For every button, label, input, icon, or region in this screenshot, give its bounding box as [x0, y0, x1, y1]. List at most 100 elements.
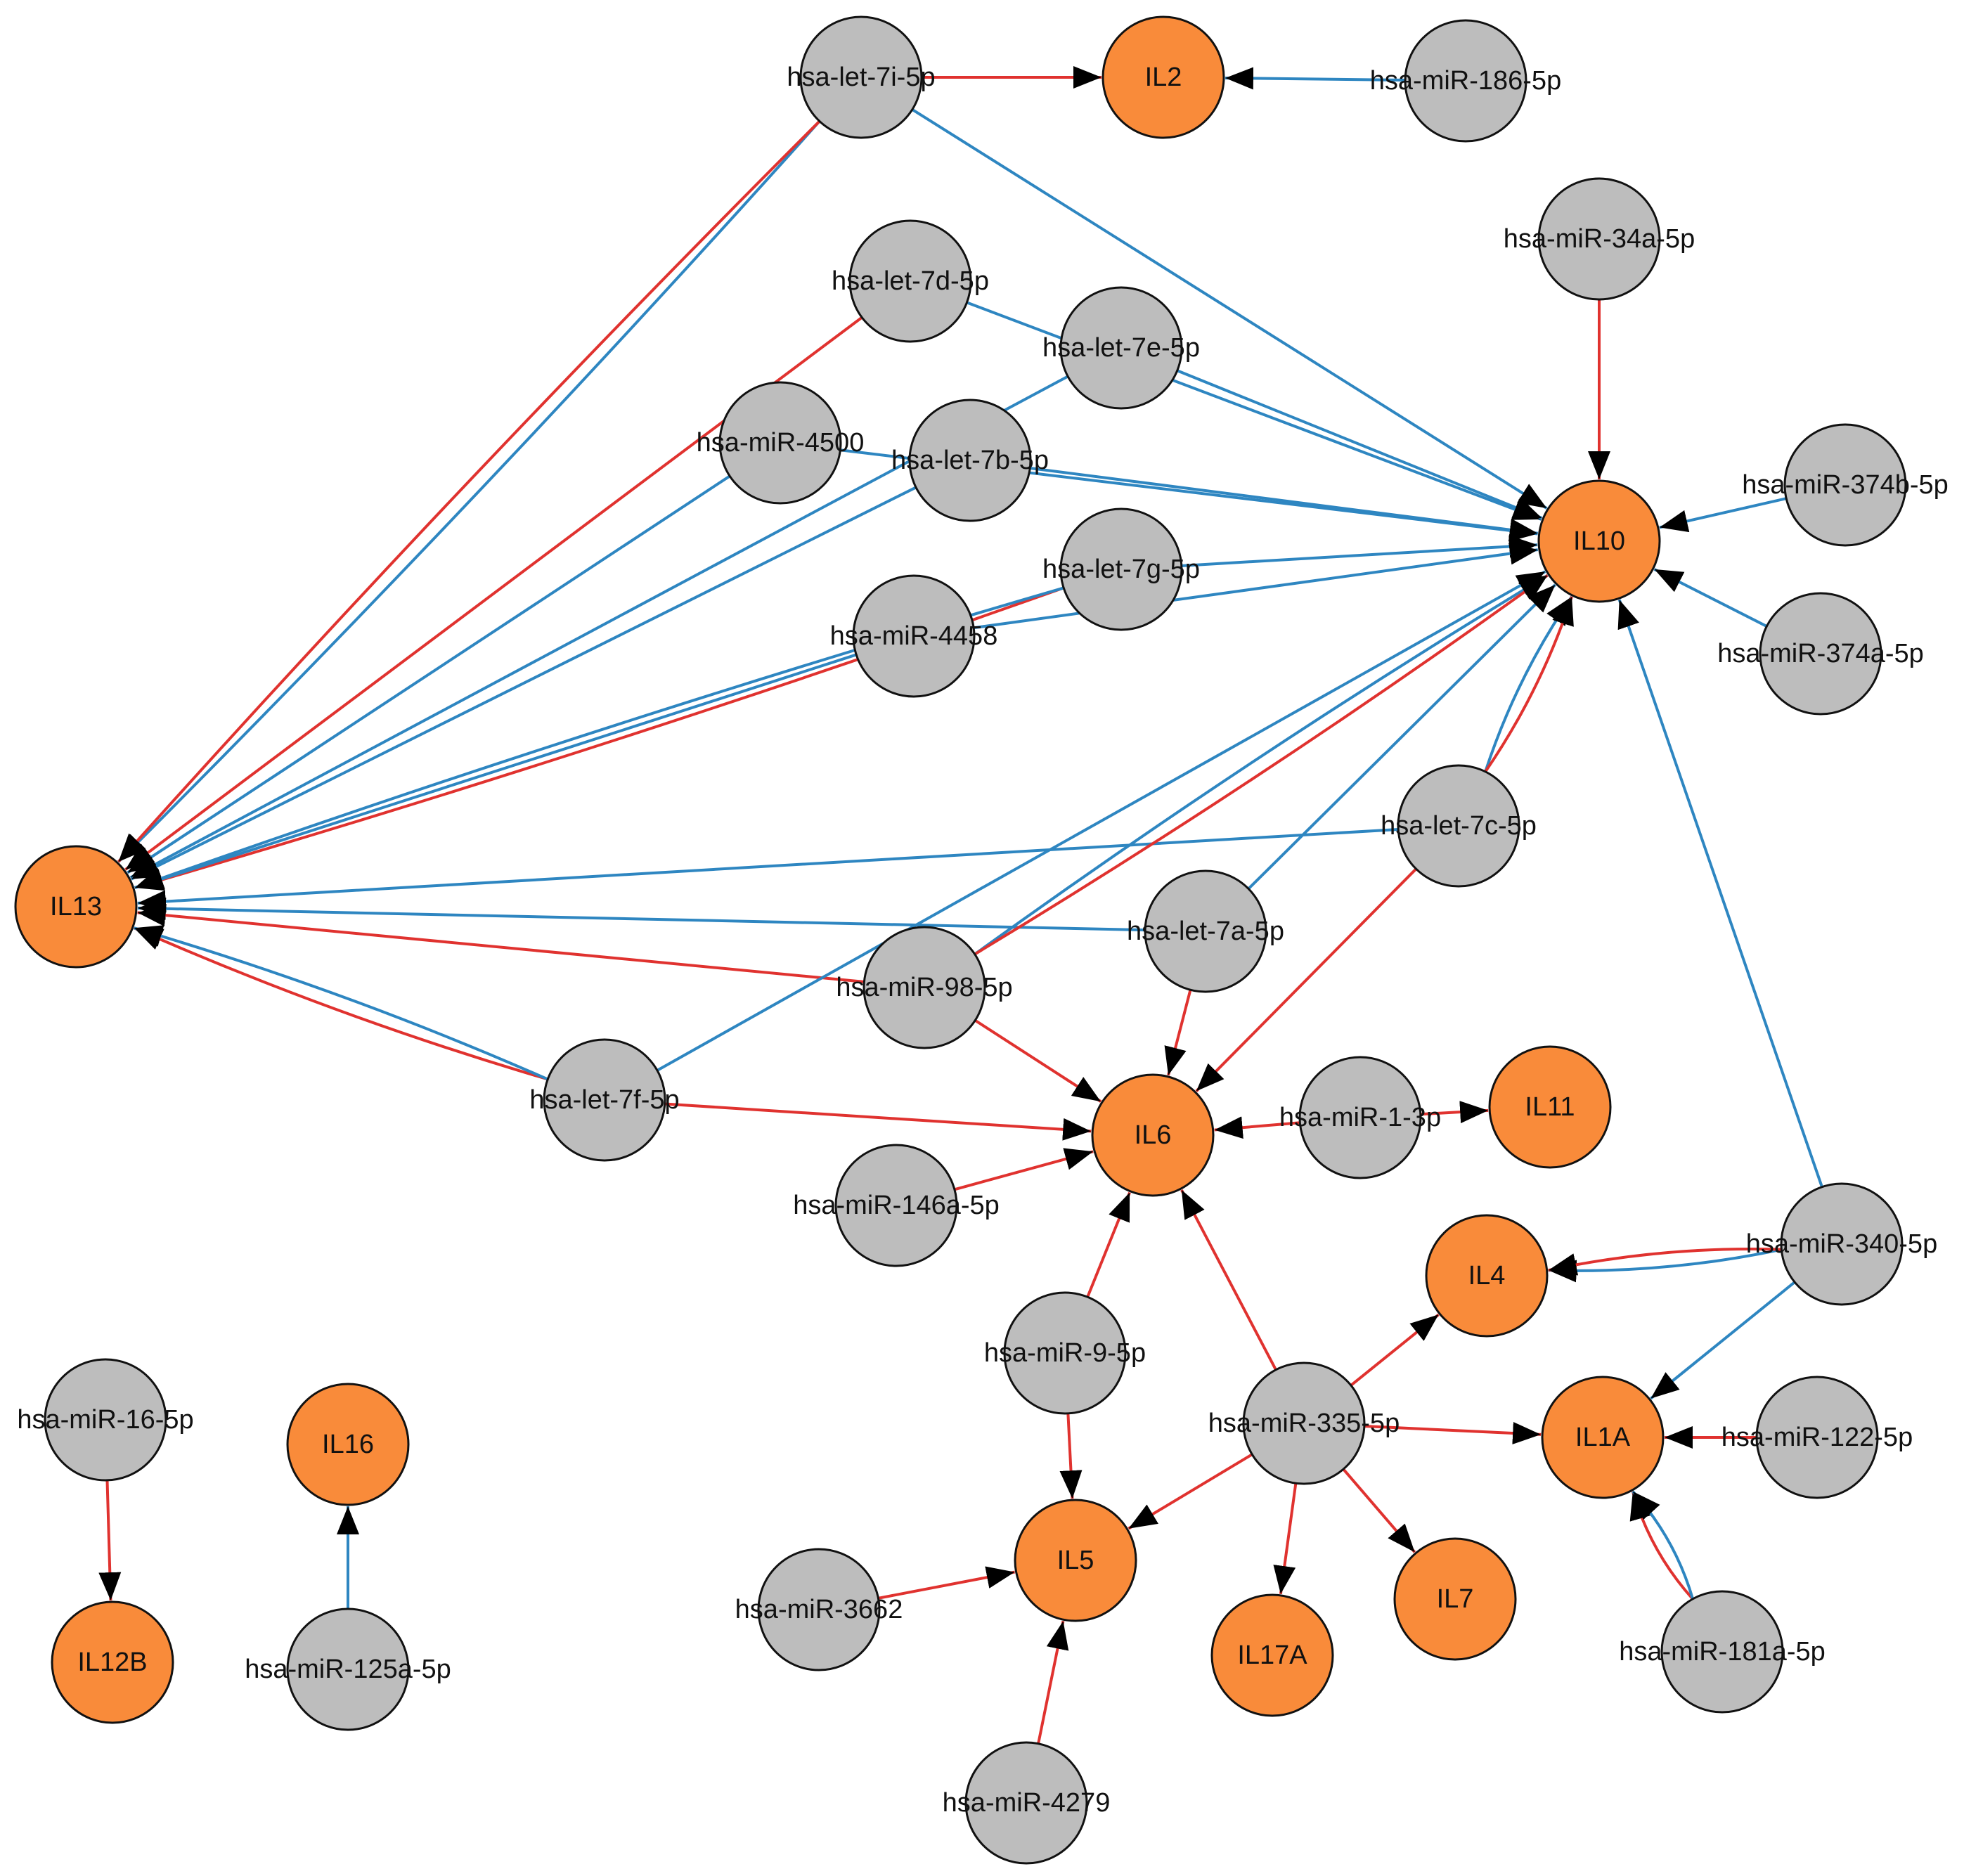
edge-m4279-to-IL5 — [1037, 1620, 1069, 1745]
gene-node-circle[interactable] — [51, 1600, 174, 1724]
node-m4500[interactable]: hsa-miR-4500 — [697, 381, 865, 505]
mirna-node-circle[interactable] — [852, 574, 976, 698]
mirna-node-circle[interactable] — [44, 1358, 167, 1482]
node-m4279[interactable]: hsa-miR-4279 — [943, 1741, 1111, 1865]
node-label: hsa-miR-16-5p — [17, 1405, 193, 1435]
mirna-node-circle[interactable] — [1404, 19, 1527, 143]
gene-node-circle[interactable] — [1210, 1593, 1334, 1717]
node-IL10[interactable]: IL10 — [1537, 479, 1661, 603]
node-IL12B[interactable]: IL12B — [51, 1600, 174, 1724]
mirna-node-circle[interactable] — [1003, 1291, 1127, 1415]
node-let7i[interactable]: hsa-let-7i-5p — [787, 15, 936, 139]
edge-let7g-to-IL10 — [1181, 535, 1538, 567]
gene-node-circle[interactable] — [1425, 1214, 1549, 1338]
node-m146a[interactable]: hsa-miR-146a-5p — [793, 1144, 1000, 1267]
node-let7f[interactable]: hsa-let-7f-5p — [529, 1038, 680, 1162]
mirna-node-circle[interactable] — [718, 381, 842, 505]
mirna-node-circle[interactable] — [1397, 764, 1520, 888]
gene-node-circle[interactable] — [1014, 1499, 1137, 1622]
node-m186[interactable]: hsa-miR-186-5p — [1370, 19, 1561, 143]
node-IL7[interactable]: IL7 — [1393, 1537, 1517, 1661]
mirna-node-circle[interactable] — [863, 926, 986, 1049]
gene-node-circle[interactable] — [1541, 1376, 1665, 1499]
node-IL2[interactable]: IL2 — [1101, 15, 1225, 139]
node-IL1A[interactable]: IL1A — [1541, 1376, 1665, 1499]
mirna-node-circle[interactable] — [908, 399, 1032, 522]
mirna-node-circle[interactable] — [1144, 869, 1267, 993]
node-m1[interactable]: hsa-miR-1-3p — [1279, 1056, 1441, 1179]
node-m125a[interactable]: hsa-miR-125a-5p — [245, 1607, 451, 1731]
node-m16[interactable]: hsa-miR-16-5p — [17, 1358, 194, 1482]
edge-m4458-to-IL10 — [973, 542, 1539, 630]
gene-node-circle[interactable] — [1393, 1537, 1517, 1661]
node-IL6[interactable]: IL6 — [1091, 1073, 1215, 1197]
edge-m335-to-IL1A — [1364, 1421, 1542, 1444]
node-IL16[interactable]: IL16 — [286, 1383, 410, 1506]
gene-node-circle[interactable] — [1537, 479, 1661, 603]
node-let7d[interactable]: hsa-let-7d-5p — [832, 219, 989, 343]
edge-m181a-to-IL1A — [1632, 1490, 1695, 1600]
node-let7c[interactable]: hsa-let-7c-5p — [1381, 764, 1537, 888]
mirna-node-circle[interactable] — [757, 1548, 881, 1671]
mirna-node-circle[interactable] — [834, 1144, 958, 1267]
node-label: hsa-let-7b-5p — [891, 446, 1049, 475]
node-label: IL10 — [1573, 526, 1625, 556]
mirna-node-circle[interactable] — [799, 15, 923, 139]
node-m98[interactable]: hsa-miR-98-5p — [836, 926, 1013, 1049]
node-label: hsa-miR-181a-5p — [1619, 1637, 1826, 1667]
mirna-node-circle[interactable] — [1059, 286, 1183, 410]
node-m374a[interactable]: hsa-miR-374a-5p — [1717, 592, 1924, 716]
node-IL11[interactable]: IL11 — [1488, 1045, 1612, 1169]
node-m181a[interactable]: hsa-miR-181a-5p — [1619, 1590, 1826, 1714]
mirna-node-circle[interactable] — [1537, 177, 1661, 301]
gene-node-circle[interactable] — [14, 845, 138, 969]
edge-let7a-to-IL13 — [137, 897, 1146, 932]
edge-m1-to-IL6 — [1214, 1116, 1300, 1139]
mirna-node-circle[interactable] — [848, 219, 972, 343]
mirna-node-circle[interactable] — [964, 1741, 1088, 1865]
mirna-node-circle[interactable] — [1755, 1376, 1879, 1499]
mirna-node-circle[interactable] — [1759, 592, 1882, 716]
gene-node-circle[interactable] — [286, 1383, 410, 1506]
edge-m146a-to-IL6 — [954, 1148, 1094, 1191]
node-label: IL12B — [77, 1648, 147, 1677]
mirna-node-circle[interactable] — [543, 1038, 666, 1162]
node-m3662[interactable]: hsa-miR-3662 — [735, 1548, 903, 1671]
node-m374b[interactable]: hsa-miR-374b-5p — [1742, 423, 1949, 547]
gene-node-circle[interactable] — [1488, 1045, 1612, 1169]
edge-let7e-to-IL10 — [1176, 369, 1543, 519]
edge-m3662-to-IL5 — [878, 1566, 1015, 1600]
node-IL17A[interactable]: IL17A — [1210, 1593, 1334, 1717]
node-let7g[interactable]: hsa-let-7g-5p — [1042, 507, 1200, 631]
mirna-node-circle[interactable] — [1059, 507, 1183, 631]
mirna-node-circle[interactable] — [286, 1607, 410, 1731]
node-IL13[interactable]: IL13 — [14, 845, 138, 969]
node-label: IL7 — [1437, 1584, 1474, 1614]
mirna-node-circle[interactable] — [1780, 1182, 1904, 1306]
mirna-node-circle[interactable] — [1660, 1590, 1784, 1714]
node-IL4[interactable]: IL4 — [1425, 1214, 1549, 1338]
mirna-node-circle[interactable] — [1242, 1361, 1366, 1485]
node-let7e[interactable]: hsa-let-7e-5p — [1042, 286, 1200, 410]
node-m335[interactable]: hsa-miR-335-5p — [1208, 1361, 1400, 1485]
node-let7a[interactable]: hsa-let-7a-5p — [1127, 869, 1284, 993]
node-IL5[interactable]: IL5 — [1014, 1499, 1137, 1622]
node-m340[interactable]: hsa-miR-340-5p — [1746, 1182, 1937, 1306]
mirna-node-circle[interactable] — [1783, 423, 1907, 547]
node-m9[interactable]: hsa-miR-9-5p — [984, 1291, 1146, 1415]
gene-node-circle[interactable] — [1091, 1073, 1215, 1197]
node-label: hsa-miR-34a-5p — [1504, 224, 1695, 254]
edge-m181a-to-IL1A — [1629, 1491, 1694, 1600]
edge-let7i-to-IL10 — [911, 108, 1548, 510]
edge-m340-to-IL10 — [1617, 599, 1823, 1188]
node-let7b[interactable]: hsa-let-7b-5p — [891, 399, 1049, 522]
node-m4458[interactable]: hsa-miR-4458 — [830, 574, 998, 698]
mirna-node-circle[interactable] — [1298, 1056, 1422, 1179]
node-label: IL4 — [1468, 1261, 1506, 1290]
node-m34a[interactable]: hsa-miR-34a-5p — [1504, 177, 1695, 301]
node-label: IL16 — [322, 1430, 374, 1459]
gene-node-circle[interactable] — [1101, 15, 1225, 139]
node-m122[interactable]: hsa-miR-122-5p — [1721, 1376, 1913, 1499]
